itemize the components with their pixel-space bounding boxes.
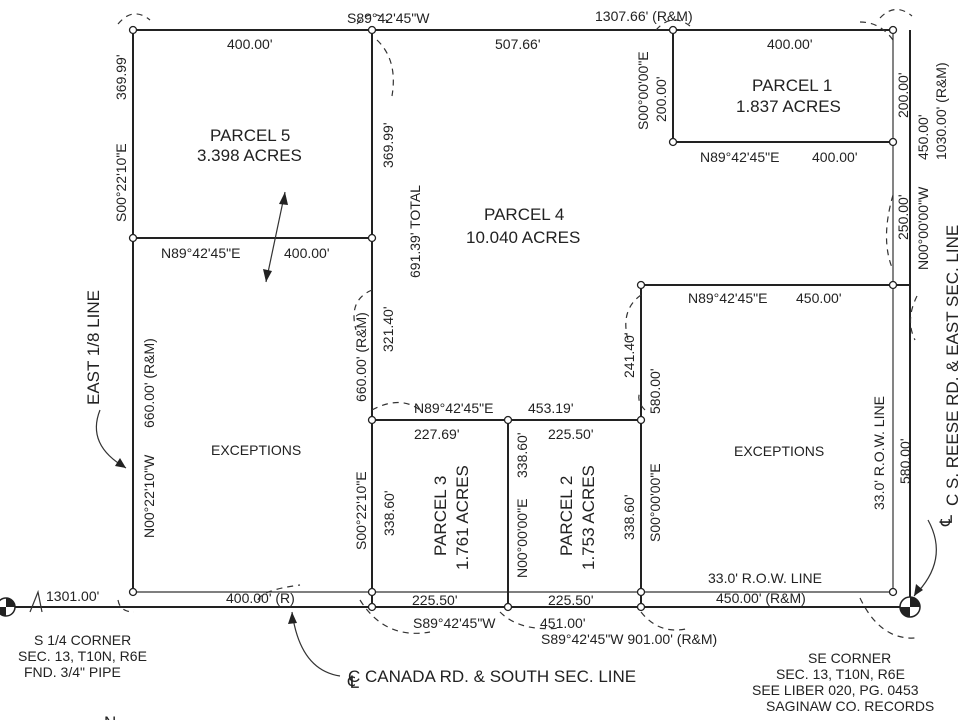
parcel-5-area: 3.398 ACRES [197,146,302,165]
label-east-450: 450.00' [915,115,931,161]
label-p3-bottom-451: 451.00' [540,615,586,631]
label-p3-east: 338.60' [514,433,530,479]
parcel-5-name: PARCEL 5 [210,126,290,145]
label-p3-west: 338.60' [381,491,397,537]
label-east-250: 250.00' [895,195,911,241]
label-p4-right-241: 241.40' [621,333,637,379]
label-west-660: 660.00' (R&M) [141,338,157,428]
label-south-450: 450.00' (R&M) [716,590,806,606]
label-p5-bottom: 400.00' [284,245,330,261]
label-south-1301: 1301.00' [46,588,99,604]
label-p1-top: 400.00' [767,36,813,52]
label-west-bearing-upper: S00°22'10"E [113,143,129,222]
label-top-total: 1307.66' (R&M) [595,8,693,24]
label-p32-top-bearing: N89°42'45"E [414,400,493,416]
label-exc-east-top-bearing: N89°42'45"E [688,290,767,306]
label-reese-road: C S. REESE RD. & EAST SEC. LINE [943,225,960,506]
label-p5-east: 369.99' [380,123,396,169]
se-corner-note: SE CORNER SEC. 13, T10N, R6E SEE LIBER 0… [752,650,934,714]
label-east-1030: 1030.00' (R&M) [933,62,949,160]
note-line: S 1/4 CORNER [34,632,131,648]
parcel-1-area: 1.837 ACRES [736,97,841,116]
label-p2-east-bearing: S00°00'00"E [647,463,663,542]
label-p1-west: 200.00' [653,77,669,123]
corner-markers [128,25,898,612]
leader-lines [95,409,937,677]
parcel-labels: PARCEL 1 1.837 ACRES PARCEL 5 3.398 ACRE… [197,76,841,570]
note-line: SEE LIBER 020, PG. 0453 [752,682,919,698]
label-p3-east-bearing: N00°00'00"E [514,499,530,578]
note-line: FND. 3/4" PIPE [24,664,121,680]
label-p5-west: 369.99' [113,55,129,101]
label-row-east-580: 580.00' [897,439,913,485]
label-p4-right-580: 580.00' [647,369,663,415]
label-p2-east: 338.60' [621,495,637,541]
parcel-4-name: PARCEL 4 [484,205,564,224]
centerline-symbol-icon: ℄ ℄ [347,515,956,692]
south-quarter-corner-icon [0,597,16,617]
label-mid-660: 660.00' (R&M) [353,312,369,402]
label-south-901: S89°42'45"W 901.00' (R&M) [541,631,717,647]
label-total-691: 691.39' TOTAL [407,185,423,278]
parcel-1-name: PARCEL 1 [752,76,832,95]
dimension-arcs [117,8,918,639]
label-p1-east: 200.00' [895,73,911,119]
label-south-400r: 400.00' (R) [226,590,295,606]
label-top-bearing: S89°42'45"W [347,10,430,26]
parcel-4-area: 10.040 ACRES [466,228,580,247]
note-line: SEC. 13, T10N, R6E [18,648,147,664]
label-mid-321: 321.40' [380,307,396,353]
label-p3-west-bearing: S00°22'10"E [353,471,369,550]
label-east-bearing: N00°00'00"W [915,186,931,270]
label-p4-top: 507.66' [495,36,541,52]
label-east-eighth-line: EAST 1/8 LINE [84,290,103,405]
label-p32-top: 453.19' [528,400,574,416]
svg-text:℄: ℄ [347,673,359,692]
label-p3-top: 227.69' [414,426,460,442]
label-exc-east-top: 450.00' [796,290,842,306]
label-p2-bottom: 225.50' [548,592,594,608]
svg-text:℄: ℄ [937,515,956,527]
north-arrow-label: N [104,713,116,720]
label-p2-top: 225.50' [548,426,594,442]
label-west-bearing-lower: N00°22'10"W [141,454,157,538]
parcel-2-area: 1.753 ACRES [579,465,598,570]
note-line: SE CORNER [808,650,891,666]
note-line: SEC. 13, T10N, R6E [776,666,905,682]
exceptions-west: EXCEPTIONS [211,442,301,458]
label-p1-west-bearing: S00°00'00"E [635,51,651,130]
area-arrow [263,191,288,283]
label-p3-bottom: 225.50' [412,592,458,608]
line-break-mark [29,589,43,613]
south-quarter-corner-note: S 1/4 CORNER SEC. 13, T10N, R6E FND. 3/4… [18,632,147,680]
label-canada-road: C CANADA RD. & SOUTH SEC. LINE [348,667,636,686]
label-p1-bottom-bearing: N89°42'45"E [700,149,779,165]
note-line: SAGINAW CO. RECORDS [766,698,934,714]
label-p1-bottom: 400.00' [812,149,858,165]
label-p5-bottom-bearing: N89°42'45"E [161,245,240,261]
parcel-3-name: PARCEL 3 [431,476,450,556]
parcel-2-name: PARCEL 2 [557,476,576,556]
label-p5-top: 400.00' [227,36,273,52]
se-section-corner-icon [899,596,921,618]
exceptions-east: EXCEPTIONS [734,443,824,459]
label-row-east: 33.0' R.O.W. LINE [871,396,887,510]
parcel-3-area: 1.761 ACRES [453,465,472,570]
dimension-labels: S89°42'45"W 1307.66' (R&M) 400.00' 507.6… [46,8,949,647]
label-p3-bottom-bearing: S89°42'45"W [413,615,496,631]
label-row-south: 33.0' R.O.W. LINE [708,570,822,586]
